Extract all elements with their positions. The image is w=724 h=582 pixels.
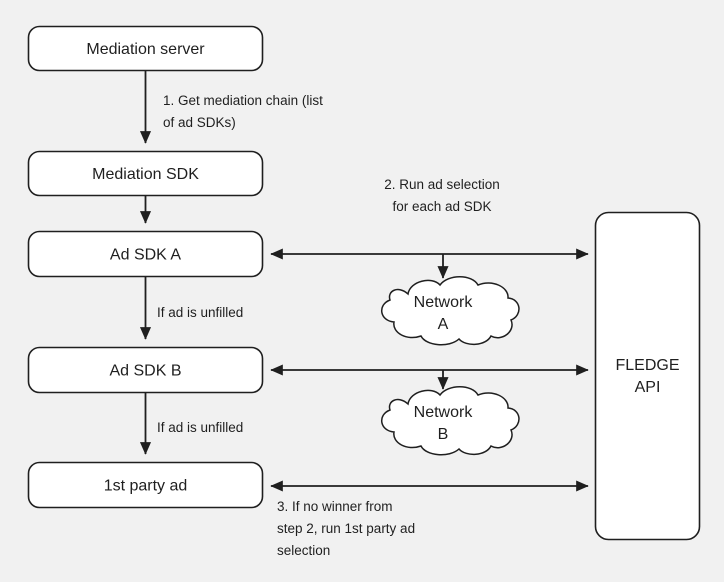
node-network-a-shape — [381, 276, 520, 346]
node-network-b-shape — [381, 386, 520, 456]
edge-label-step-3-line-3: selection — [277, 543, 330, 558]
edge-label-step-1-line-1: 1. Get mediation chain (list — [163, 93, 323, 108]
node-ad-sdk-b: Ad SDK B — [27, 346, 264, 394]
edge-label-if-ad-unfilled-b: If ad is unfilled — [157, 420, 243, 435]
node-fledge-api-label-line2: API — [635, 379, 661, 396]
node-network-a-label-line2: A — [438, 316, 449, 333]
node-network-b-label-line1: Network — [414, 404, 474, 421]
edge-label-step-1-line-2: of ad SDKs) — [163, 115, 236, 130]
edge-label-step-2-line-1: 2. Run ad selection — [384, 177, 500, 192]
node-network-a-label-line1: Network — [414, 294, 474, 311]
edge-label-step-3-line-2: step 2, run 1st party ad — [277, 521, 415, 536]
edge-label-step-2-line-2: for each ad SDK — [392, 199, 491, 214]
node-mediation-server-label: Mediation server — [86, 41, 205, 58]
node-mediation-sdk: Mediation SDK — [27, 150, 264, 197]
node-ad-sdk-b-label: Ad SDK B — [109, 363, 181, 380]
node-network-a: Network A — [381, 276, 520, 346]
node-mediation-sdk-label: Mediation SDK — [92, 166, 199, 183]
edge-label-if-ad-unfilled-a: If ad is unfilled — [157, 305, 243, 320]
node-ad-sdk-a-label: Ad SDK A — [110, 247, 181, 264]
node-network-b-label-line2: B — [438, 426, 449, 443]
node-first-party-ad-label: 1st party ad — [104, 478, 188, 495]
node-network-b: Network B — [381, 386, 520, 456]
node-ad-sdk-a: Ad SDK A — [27, 230, 264, 278]
node-fledge-api-shape — [594, 211, 701, 541]
edge-label-step-3-line-1: 3. If no winner from — [277, 499, 393, 514]
node-first-party-ad: 1st party ad — [27, 461, 264, 509]
node-fledge-api-label-line1: FLEDGE — [615, 357, 679, 374]
edge-label-step-1: 1. Get mediation chain (list of ad SDKs) — [163, 93, 323, 130]
node-mediation-server: Mediation server — [27, 25, 264, 72]
edge-label-step-3: 3. If no winner from step 2, run 1st par… — [277, 499, 415, 558]
node-fledge-api: FLEDGE API — [594, 211, 701, 541]
edge-label-step-2: 2. Run ad selection for each ad SDK — [384, 177, 500, 214]
node-first-party-ad-shape — [27, 461, 264, 509]
